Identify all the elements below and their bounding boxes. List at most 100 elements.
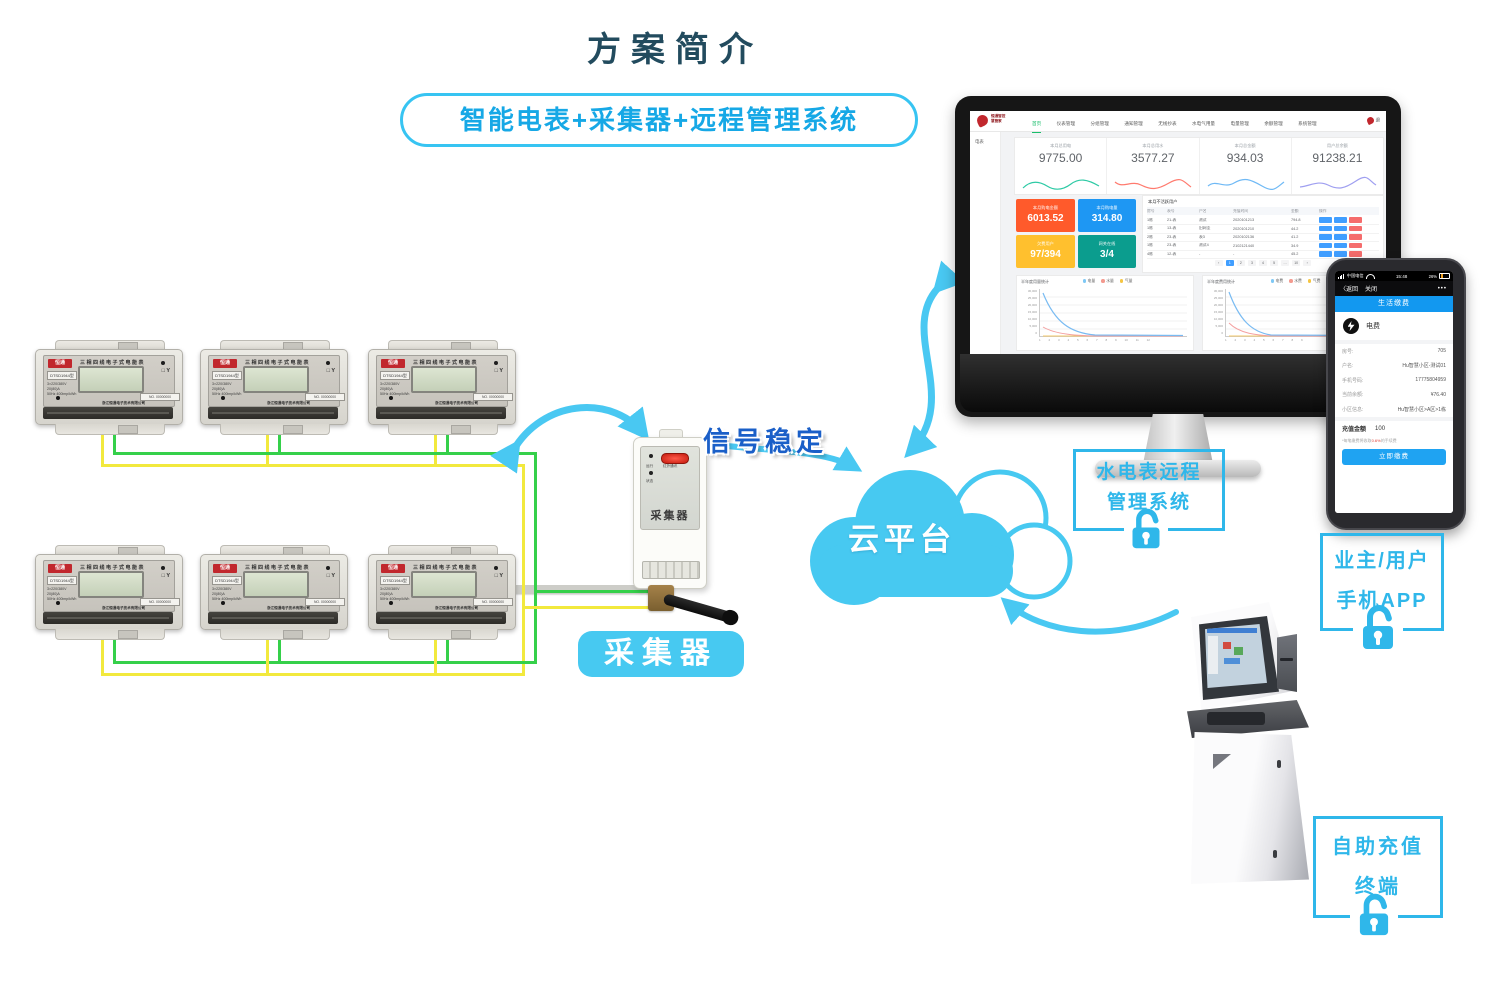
- meter-body: 恒通 三相四线电子式电能表 DTSD1944型 3×220/380V 20(80…: [368, 554, 516, 630]
- unlocked-padlock-icon: [1359, 893, 1389, 936]
- edit-button[interactable]: [1334, 251, 1347, 257]
- close-button[interactable]: 关闭: [1365, 287, 1378, 293]
- subtitle-pill: 智能电表+采集器+远程管理系统: [400, 93, 918, 147]
- edit-button[interactable]: [1334, 242, 1347, 249]
- nav-item[interactable]: 系统管理: [1298, 121, 1317, 126]
- view-button[interactable]: [1319, 225, 1332, 232]
- meter-mount-tab: [388, 629, 498, 640]
- nav-item[interactable]: 电量管理: [1230, 121, 1249, 126]
- more-menu-icon[interactable]: •••: [1437, 285, 1447, 292]
- nav-right-logout[interactable]: 退: [1365, 115, 1380, 126]
- unlocked-padlock-icon: [1363, 605, 1393, 649]
- chart-panel-usage: 半年度用量统计 电量 水量 气量 30,000 25,000 20,000 15…: [1016, 275, 1194, 351]
- kiosk-touchscreen[interactable]: [1205, 624, 1267, 688]
- ir-label: 红外通讯: [663, 464, 678, 468]
- nav-item[interactable]: 余额管理: [1264, 121, 1283, 126]
- chart-x-axis: 1 2 3 4 5 6 7 8 9: [1225, 338, 1303, 342]
- view-button[interactable]: [1319, 234, 1332, 240]
- page-1[interactable]: 1: [1225, 260, 1234, 266]
- meter-company: 浙江恒通电子技术有限公司: [102, 605, 146, 610]
- meter-mount-tab: [220, 424, 330, 435]
- nav-item[interactable]: 分组管理: [1090, 121, 1109, 126]
- nav-item[interactable]: 无线抄表: [1158, 121, 1177, 126]
- meter-title: 三相四线电子式电能表: [413, 360, 479, 366]
- delete-button[interactable]: [1349, 234, 1362, 240]
- meter-specs: 3×220/380V 20(80)A 50Hz 400imp/kWh: [47, 382, 77, 396]
- meter-pulse-led: [326, 361, 330, 365]
- meter-symbols: □ Y: [326, 368, 335, 374]
- edit-button[interactable]: [1334, 217, 1347, 223]
- view-button[interactable]: [1319, 242, 1332, 249]
- page-10[interactable]: 10: [1292, 260, 1301, 266]
- fee-percent: 0.6%: [1371, 438, 1381, 443]
- meter-brand-logo: 恒通: [381, 359, 405, 368]
- meter-serial: NO. 00000000: [473, 393, 513, 401]
- run-led-icon: [649, 454, 653, 458]
- page-5[interactable]: 5: [1270, 260, 1279, 266]
- meter-symbols: □ Y: [161, 573, 170, 579]
- meter-lcd-display: [78, 366, 144, 393]
- meter-body: 恒通 三相四线电子式电能表 DTSD1944型 3×220/380V 20(80…: [368, 349, 516, 425]
- page-next[interactable]: ›: [1303, 260, 1312, 266]
- delete-button[interactable]: [1349, 242, 1362, 249]
- nav-item[interactable]: 仪表管理: [1056, 121, 1076, 126]
- meter-faceplate: 恒通 三相四线电子式电能表 DTSD1944型 3×220/380V 20(80…: [43, 560, 180, 616]
- wifi-icon: [1365, 273, 1375, 279]
- stat-value: 9775.00: [1038, 151, 1083, 165]
- collector-caption: 采集器: [578, 631, 744, 677]
- wire-yellow-bus-top: [101, 464, 525, 467]
- meter-button[interactable]: [389, 396, 393, 400]
- meter-button[interactable]: [389, 601, 393, 605]
- sidebar-item-meter[interactable]: 电表: [975, 139, 984, 144]
- service-row[interactable]: 电费: [1335, 312, 1453, 340]
- meter-company: 浙江恒通电子技术有限公司: [267, 605, 311, 610]
- legend-dot-blue: [1270, 279, 1275, 283]
- tile-gateways-online: 网关在线 3/4: [1078, 235, 1136, 268]
- view-button[interactable]: [1319, 251, 1332, 257]
- phone-navbar: 〈返回 关闭 •••: [1335, 281, 1453, 296]
- stat-label: 本月总金额: [1234, 143, 1256, 148]
- nav-item[interactable]: 水电气用量: [1192, 121, 1216, 126]
- meter-pulse-led: [161, 566, 165, 570]
- back-button[interactable]: 〈返回: [1340, 287, 1359, 293]
- page-2[interactable]: 2: [1236, 260, 1245, 266]
- meter-button[interactable]: [56, 601, 60, 605]
- meter-mount-tab: [388, 424, 498, 435]
- edit-button[interactable]: [1334, 225, 1347, 232]
- meter-title: 三相四线电子式电能表: [80, 565, 146, 571]
- chart-title: 半年度费用统计: [1207, 279, 1235, 284]
- meter-serial: NO. 00000000: [140, 393, 180, 401]
- pay-now-button[interactable]: 立即缴费: [1342, 449, 1446, 465]
- nav-item-home[interactable]: 首页: [1032, 115, 1042, 133]
- wire-green: [113, 638, 116, 664]
- chart-title: 半年度用量统计: [1021, 279, 1049, 284]
- meter-button[interactable]: [56, 396, 60, 400]
- wire-green-vertical: [534, 452, 537, 664]
- meter-brand-logo: 恒通: [48, 359, 72, 368]
- delete-button[interactable]: [1349, 251, 1362, 257]
- wire-yellow: [266, 426, 269, 467]
- wire-green: [446, 638, 449, 664]
- page-3[interactable]: 3: [1247, 260, 1256, 266]
- smart-meter: 恒通 三相四线电子式电能表 DTSD1944型 3×220/380V 20(80…: [368, 340, 516, 436]
- smart-meter: 恒通 三相四线电子式电能表 DTSD1944型 3×220/380V 20(80…: [200, 340, 348, 436]
- meter-model: DTSD1944型: [380, 371, 410, 380]
- meter-button[interactable]: [221, 601, 225, 605]
- page-prev[interactable]: ‹: [1214, 260, 1223, 266]
- edit-button[interactable]: [1334, 234, 1347, 240]
- recharge-amount-input[interactable]: 100: [1375, 425, 1386, 432]
- meter-model: DTSD1944型: [212, 576, 242, 585]
- meter-body: 恒通 三相四线电子式电能表 DTSD1944型 3×220/380V 20(80…: [200, 554, 348, 630]
- delete-button[interactable]: [1349, 217, 1362, 223]
- cloud-platform-label: 云平台: [848, 522, 956, 557]
- page-4[interactable]: 4: [1259, 260, 1267, 266]
- monitor-stand-neck: [1143, 414, 1213, 464]
- meter-terminal-cover: [43, 612, 173, 624]
- nav-item[interactable]: 通知管理: [1124, 121, 1143, 126]
- view-button[interactable]: [1319, 217, 1332, 223]
- collector-panel: 运行 红外通讯 状态 采集器: [640, 446, 700, 530]
- meter-button[interactable]: [221, 396, 225, 400]
- delete-button[interactable]: [1349, 225, 1362, 232]
